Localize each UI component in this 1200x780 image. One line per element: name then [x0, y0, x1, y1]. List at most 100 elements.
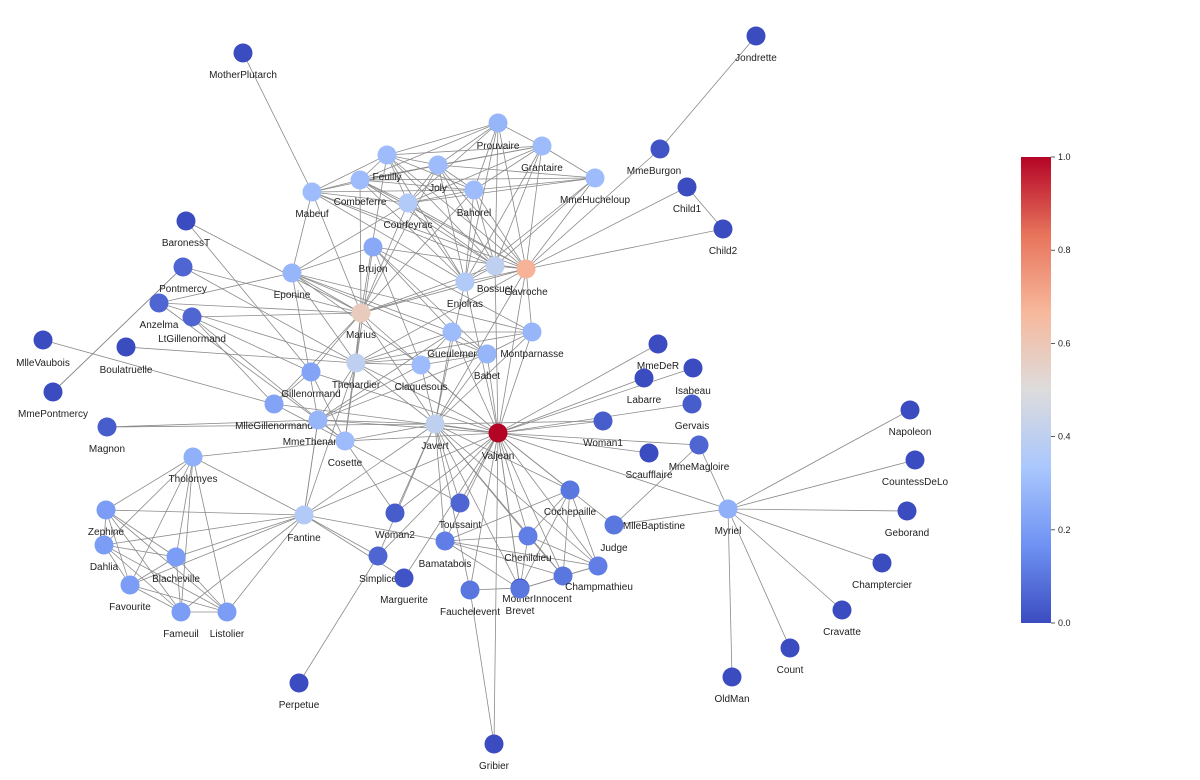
node-circle[interactable]: [510, 579, 530, 599]
node-circle[interactable]: [832, 600, 852, 620]
node-mmethenardier[interactable]: MmeThenardier: [283, 410, 354, 449]
node-circle[interactable]: [43, 382, 63, 402]
node-circle[interactable]: [484, 734, 504, 754]
node-circle[interactable]: [682, 394, 702, 414]
node-child2[interactable]: Child2: [709, 219, 738, 258]
node-circle[interactable]: [488, 423, 508, 443]
node-brujon[interactable]: Brujon: [359, 237, 388, 276]
node-mllevaubois[interactable]: MlleVaubois: [16, 330, 70, 370]
node-isabeau[interactable]: Isabeau: [675, 358, 711, 398]
node-claquesous[interactable]: Claquesous: [395, 355, 448, 394]
node-circle[interactable]: [116, 337, 136, 357]
node-marguerite[interactable]: Marguerite: [380, 568, 428, 607]
node-simplice[interactable]: Simplice: [359, 546, 397, 586]
node-cosette[interactable]: Cosette: [328, 431, 363, 470]
node-circle[interactable]: [282, 263, 302, 283]
node-gueulemer[interactable]: Gueulemer: [427, 322, 477, 361]
node-circle[interactable]: [522, 322, 542, 342]
node-brevet[interactable]: Brevet: [506, 579, 535, 618]
node-circle[interactable]: [532, 136, 552, 156]
node-mabeuf[interactable]: Mabeuf: [295, 182, 329, 221]
node-cravatte[interactable]: Cravatte: [823, 600, 861, 639]
node-circle[interactable]: [428, 155, 448, 175]
node-circle[interactable]: [560, 480, 580, 500]
node-marius[interactable]: Marius: [346, 303, 376, 342]
node-circle[interactable]: [398, 193, 418, 213]
node-circle[interactable]: [718, 499, 738, 519]
node-mmeder[interactable]: MmeDeR: [637, 334, 679, 373]
node-champtercier[interactable]: Champtercier: [852, 553, 913, 592]
node-bossuet[interactable]: Bossuet: [477, 256, 513, 296]
node-circle[interactable]: [173, 257, 193, 277]
node-circle[interactable]: [308, 410, 328, 430]
node-circle[interactable]: [294, 505, 314, 525]
node-circle[interactable]: [264, 394, 284, 414]
node-oldman[interactable]: OldMan: [714, 667, 750, 706]
node-circle[interactable]: [460, 580, 480, 600]
node-combeferre[interactable]: Combeferre: [334, 170, 387, 209]
node-circle[interactable]: [411, 355, 431, 375]
node-circle[interactable]: [639, 443, 659, 463]
node-circle[interactable]: [634, 368, 654, 388]
node-circle[interactable]: [394, 568, 414, 588]
node-feuilly[interactable]: Feuilly: [373, 145, 402, 184]
node-circle[interactable]: [302, 182, 322, 202]
node-circle[interactable]: [377, 145, 397, 165]
node-woman2[interactable]: Woman2: [375, 503, 415, 542]
node-circle[interactable]: [346, 353, 366, 373]
node-gervais[interactable]: Gervais: [675, 394, 709, 433]
node-circle[interactable]: [722, 667, 742, 687]
node-circle[interactable]: [516, 259, 536, 279]
node-eponine[interactable]: Eponine: [274, 263, 311, 302]
node-courfeyrac[interactable]: Courfeyrac: [384, 193, 433, 232]
node-magnon[interactable]: Magnon: [89, 417, 125, 456]
node-circle[interactable]: [897, 501, 917, 521]
node-circle[interactable]: [149, 293, 169, 313]
node-thenardier[interactable]: Thenardier: [332, 353, 381, 392]
node-gavroche[interactable]: Gavroche: [504, 259, 548, 299]
node-circle[interactable]: [351, 303, 371, 323]
node-tholomyes[interactable]: Tholomyes: [169, 447, 218, 486]
node-champmathieu[interactable]: Champmathieu: [553, 566, 633, 594]
node-circle[interactable]: [485, 256, 505, 276]
node-circle[interactable]: [33, 330, 53, 350]
node-anzelma[interactable]: Anzelma: [140, 293, 179, 332]
node-circle[interactable]: [176, 211, 196, 231]
node-circle[interactable]: [488, 113, 508, 133]
node-circle[interactable]: [335, 431, 355, 451]
node-woman1[interactable]: Woman1: [583, 411, 623, 450]
node-prouvaire[interactable]: Prouvaire: [477, 113, 520, 153]
node-circle[interactable]: [689, 435, 709, 455]
node-circle[interactable]: [350, 170, 370, 190]
node-circle[interactable]: [94, 535, 114, 555]
node-circle[interactable]: [425, 414, 445, 434]
node-napoleon[interactable]: Napoleon: [889, 400, 932, 439]
node-circle[interactable]: [604, 515, 624, 535]
node-babet[interactable]: Babet: [474, 344, 500, 383]
node-chenildieu[interactable]: Chenildieu: [504, 526, 552, 565]
node-circle[interactable]: [872, 553, 892, 573]
node-circle[interactable]: [683, 358, 703, 378]
node-fantine[interactable]: Fantine: [287, 505, 321, 545]
node-boulatruelle[interactable]: Boulatruelle: [100, 337, 153, 377]
node-toussaint[interactable]: Toussaint: [439, 493, 481, 532]
node-mmepontmercy[interactable]: MmePontmercy: [18, 382, 88, 421]
node-circle[interactable]: [553, 566, 573, 586]
node-circle[interactable]: [442, 322, 462, 342]
node-geborand[interactable]: Geborand: [885, 501, 929, 540]
node-circle[interactable]: [182, 307, 202, 327]
node-enjolras[interactable]: Enjolras: [447, 272, 483, 311]
node-circle[interactable]: [905, 450, 925, 470]
node-favourite[interactable]: Favourite: [109, 575, 151, 614]
node-circle[interactable]: [368, 546, 388, 566]
node-gribier[interactable]: Gribier: [479, 734, 510, 773]
node-myriel[interactable]: Myriel: [715, 499, 742, 538]
node-mmehucheloup[interactable]: MmeHucheloup: [560, 168, 630, 207]
node-circle[interactable]: [648, 334, 668, 354]
node-circle[interactable]: [233, 43, 253, 63]
node-joly[interactable]: Joly: [428, 155, 448, 195]
node-mllebaptistine[interactable]: MlleBaptistine: [604, 515, 686, 535]
node-circle[interactable]: [289, 673, 309, 693]
node-dahlia[interactable]: Dahlia: [90, 535, 119, 574]
node-jondrette[interactable]: Jondrette: [735, 26, 777, 65]
